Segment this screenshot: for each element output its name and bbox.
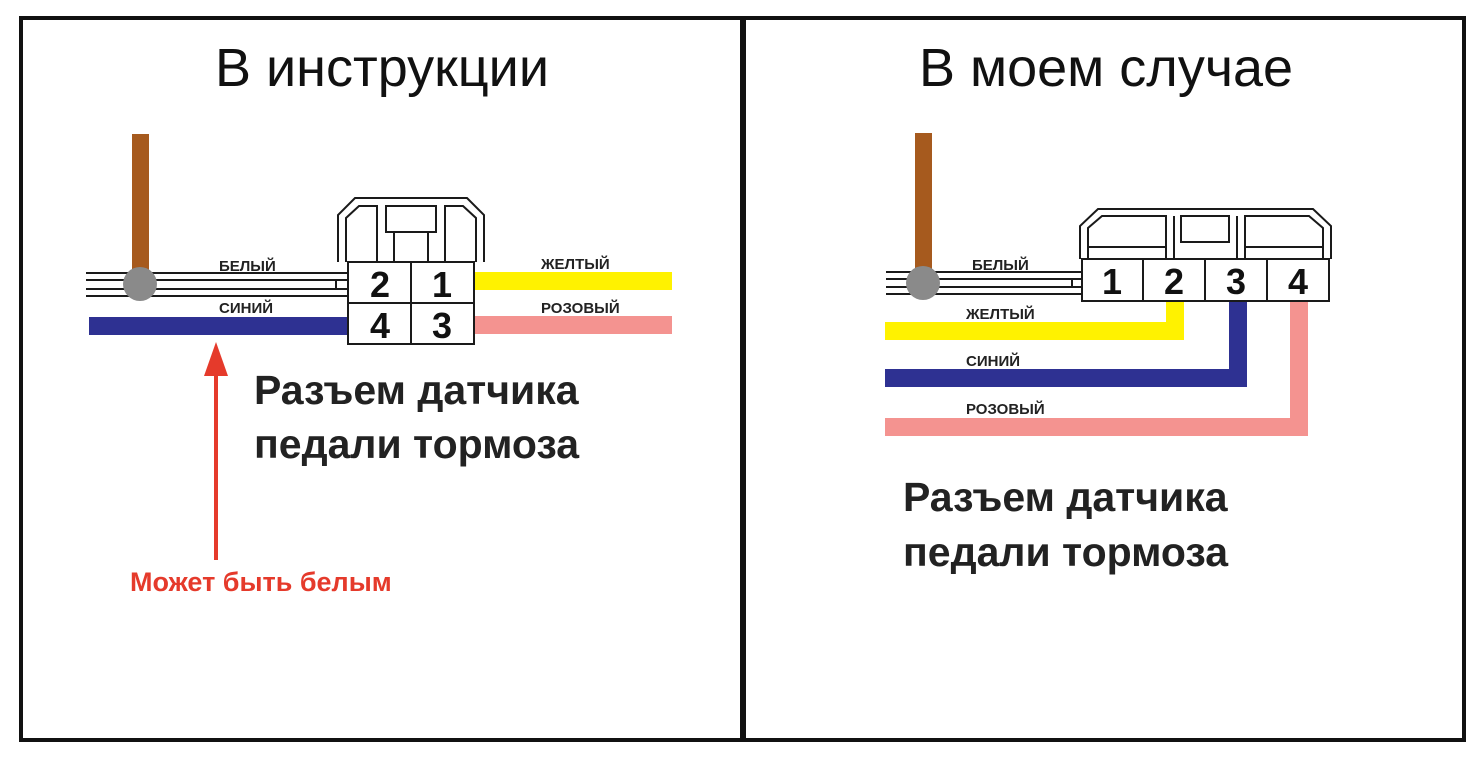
left-pin-label: 1 xyxy=(432,264,452,305)
right-pin-label: 4 xyxy=(1288,261,1308,302)
left-label-yellow: ЖЕЛТЫЙ xyxy=(540,255,610,273)
right-connector-housing xyxy=(1079,208,1332,259)
right-brown-wire xyxy=(915,133,932,283)
right-caption-line2: педали тормоза xyxy=(903,529,1229,575)
right-blue-wire xyxy=(885,300,1247,387)
left-note-arrow xyxy=(204,342,228,560)
left-pink-wire xyxy=(473,316,672,334)
right-panel: В моем случае БЕЛЫЙ ЖЕЛТЫЙ СИНИЙ РОЗОВЫЙ xyxy=(885,38,1332,575)
left-panel: В инструкции БЕЛЫЙ СИНИЙ ЖЕЛТЫЙ РОЗОВЫЙ xyxy=(86,38,672,597)
right-pink-wire xyxy=(885,300,1308,436)
left-note-text: Может быть белым xyxy=(130,567,392,597)
left-caption-line2: педали тормоза xyxy=(254,421,580,467)
right-label-pink: РОЗОВЫЙ xyxy=(966,400,1045,418)
left-connector-pins: 2 1 4 3 xyxy=(347,261,475,346)
right-yellow-wire xyxy=(885,300,1184,340)
left-panel-title: В инструкции xyxy=(215,38,549,98)
right-caption-line1: Разъем датчика xyxy=(903,474,1229,520)
right-junction xyxy=(906,266,940,300)
left-junction xyxy=(123,267,157,301)
right-pin-label: 2 xyxy=(1164,261,1184,302)
left-brown-wire xyxy=(132,134,149,284)
right-label-white: БЕЛЫЙ xyxy=(972,256,1029,274)
right-panel-title: В моем случае xyxy=(919,38,1293,98)
left-yellow-wire xyxy=(473,272,672,290)
left-connector-housing xyxy=(337,197,485,263)
right-panel-frame xyxy=(742,16,1466,742)
left-caption-line1: Разъем датчика xyxy=(254,367,580,413)
right-pin-label: 3 xyxy=(1226,261,1246,302)
left-blue-wire xyxy=(89,317,347,335)
left-pin-label: 4 xyxy=(370,305,390,346)
left-label-pink: РОЗОВЫЙ xyxy=(541,299,620,317)
right-label-blue: СИНИЙ xyxy=(966,352,1020,370)
left-pin-label: 2 xyxy=(370,264,390,305)
left-label-white: БЕЛЫЙ xyxy=(219,257,276,275)
right-connector-pins: 1 2 3 4 xyxy=(1081,258,1330,302)
left-label-blue: СИНИЙ xyxy=(219,299,273,317)
right-pin-label: 1 xyxy=(1102,261,1122,302)
right-label-yellow: ЖЕЛТЫЙ xyxy=(965,305,1035,323)
left-pin-label: 3 xyxy=(432,305,452,346)
